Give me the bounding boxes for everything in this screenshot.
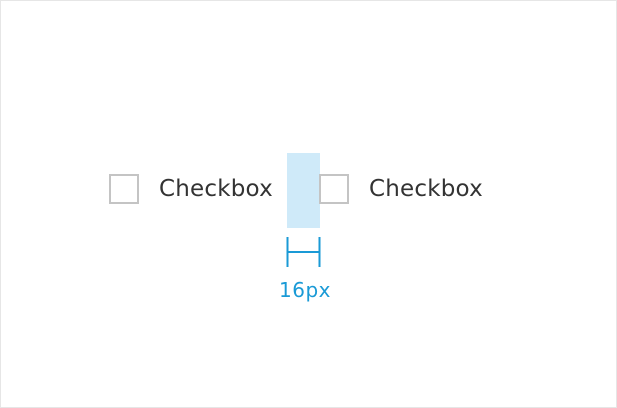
checkbox-1[interactable] <box>109 174 139 204</box>
checkbox-2[interactable] <box>319 174 349 204</box>
checkbox-2-label[interactable]: Checkbox <box>369 176 483 202</box>
checkbox-item-2[interactable]: Checkbox <box>319 172 483 206</box>
spacing-bracket-icon <box>286 237 321 267</box>
checkbox-item-1[interactable]: Checkbox <box>109 172 273 206</box>
checkbox-1-label[interactable]: Checkbox <box>159 176 273 202</box>
spacing-highlight <box>287 153 320 228</box>
spacing-measurement-label: 16px <box>279 278 331 302</box>
